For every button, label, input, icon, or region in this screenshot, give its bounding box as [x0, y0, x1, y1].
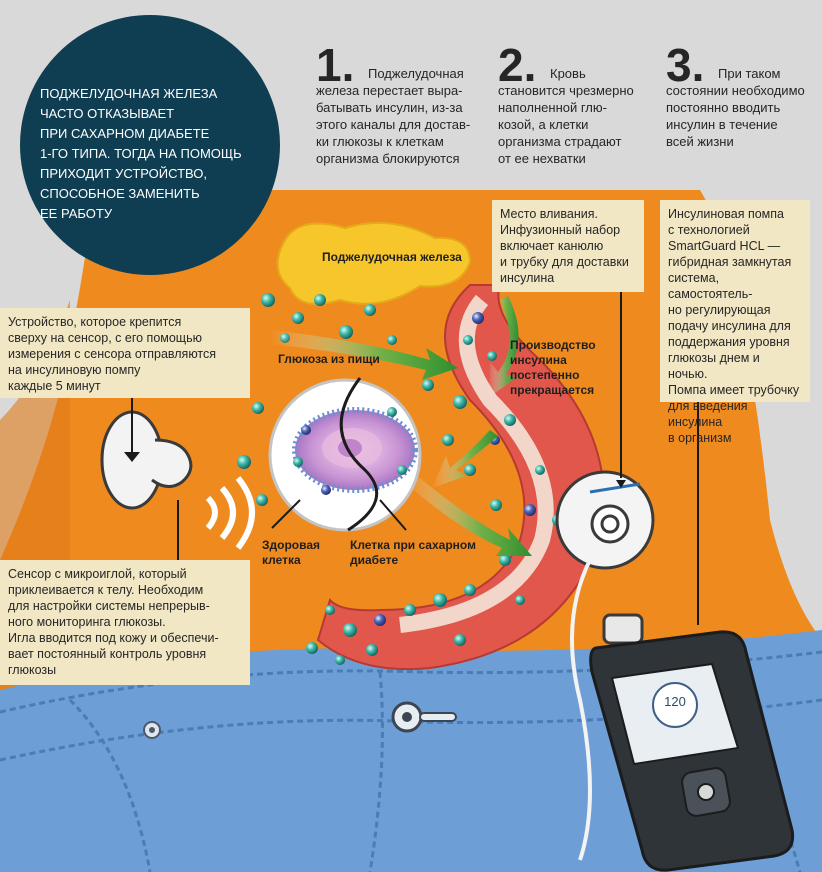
insulin-pump: [589, 613, 795, 872]
label-insulin-stop: Производство инсулина постепенно прекращ…: [510, 338, 596, 397]
jeans-button: [391, 701, 457, 733]
label-diabetic-cell: Клетка при сахарном диабете: [350, 538, 476, 567]
intro-text: ПОДЖЕЛУДОЧНАЯ ЖЕЛЕЗА ЧАСТО ОТКАЗЫВАЕТ ПР…: [40, 86, 242, 221]
note-sensor: Сенсор с микроиглой, который приклеивает…: [0, 560, 250, 685]
arrow-glucose-to-vessel: [270, 330, 458, 380]
cell-magnifier: [268, 377, 422, 532]
note-pump: Инсулиновая помпа с технологией SmartGua…: [660, 200, 810, 445]
note-transmitter: Устройство, которое крепится сверху на с…: [0, 308, 250, 398]
insulin-tube: [570, 559, 592, 861]
transmitter-device: [100, 390, 193, 510]
pointer-healthy: [271, 499, 301, 529]
label-pancreas: Поджелудочная железа: [322, 250, 462, 264]
wireless-icon: [205, 476, 255, 550]
glucose-molecules: [237, 293, 564, 665]
step-1-number: 1.: [316, 39, 355, 91]
step-3-number: 3.: [666, 39, 705, 91]
blood-vessel-inner: [399, 294, 554, 633]
step-1-text: Поджелудочная железа перестает выра- бат…: [316, 66, 471, 166]
note-infusion: Место вливания. Инфузионный набор включа…: [492, 200, 644, 292]
pointer-diabetic: [379, 499, 407, 531]
step-2-number: 2.: [498, 39, 537, 91]
label-glucose-food: Глюкоза из пищи: [278, 352, 380, 366]
infusion-site: [555, 470, 655, 570]
step-2-text: Кровь становится чрезмерно наполненной г…: [498, 66, 634, 166]
jeans-fly: [368, 671, 384, 872]
pancreas-shape: [276, 221, 472, 305]
jeans-pocket: [68, 698, 152, 872]
intro-circle: [20, 15, 280, 275]
arrow-cell-to-vessel: [404, 470, 532, 556]
arrow-insulin-stop: [488, 296, 519, 398]
step-3-text: При таком состоянии необходимо постоянно…: [666, 66, 805, 149]
jeans-rivet-left: [143, 721, 161, 739]
pump-keypad-icon: [681, 767, 731, 817]
label-healthy-cell: Здоровая клетка: [262, 538, 321, 567]
pump-screen-value: 120: [664, 694, 686, 709]
jeans-waistband: [0, 650, 822, 714]
arrow-to-cell-blocked: [432, 430, 498, 488]
